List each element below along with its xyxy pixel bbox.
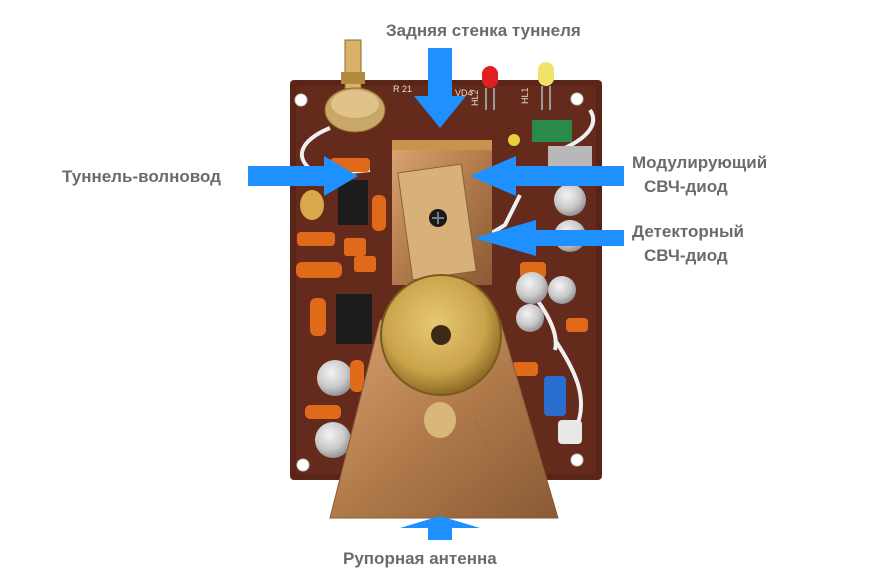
label-tunnel-waveguide: Туннель-волновод	[62, 167, 221, 186]
arrow-left-detector-icon	[474, 220, 624, 256]
components-left	[296, 158, 386, 458]
label-detector-line1: Детекторный	[632, 222, 744, 241]
potentiometer	[324, 39, 386, 133]
marking-hl2: HL2	[470, 89, 480, 106]
arrow-left-modulating-icon	[470, 156, 624, 196]
arrows	[248, 48, 624, 540]
label-horn-antenna: Рупорная антенна	[343, 549, 497, 568]
arrow-down-icon	[414, 48, 466, 128]
marking-r21: R 21	[393, 84, 412, 94]
arrow-up-icon	[400, 516, 480, 540]
led-red	[482, 66, 498, 110]
label-detector-line2: СВЧ-диод	[644, 246, 728, 265]
tunnel-back-wall	[392, 140, 492, 152]
marking-hl1: HL1	[520, 87, 530, 104]
label-modulating-line2: СВЧ-диод	[644, 177, 728, 196]
label-modulating-line1: Модулирующий	[632, 153, 768, 172]
led-yellow	[538, 62, 554, 110]
arrow-right-icon	[248, 156, 358, 196]
solder-joint	[424, 402, 456, 438]
label-back-wall: Задняя стенка туннеля	[386, 21, 581, 40]
board-markings: R 21 VD4 HL2 HL1	[393, 84, 530, 106]
brass-disc	[380, 274, 502, 396]
marking-vd: VD4	[455, 88, 473, 98]
